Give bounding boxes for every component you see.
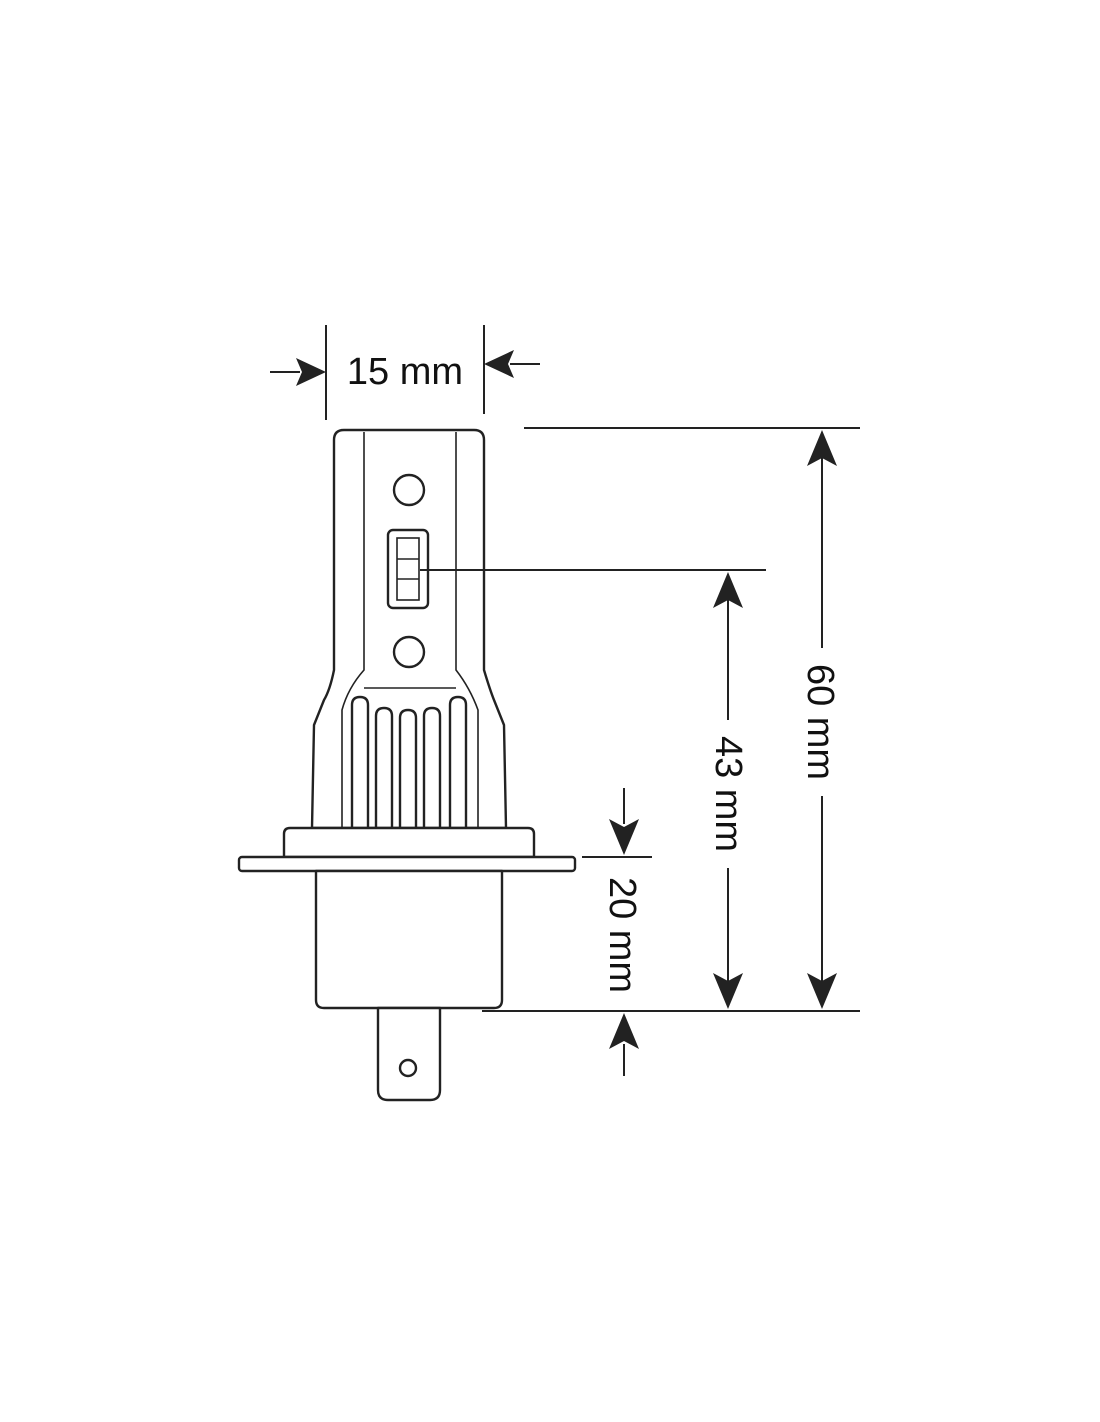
led-bulb [237,428,577,1102]
heatsink-fins [350,695,468,830]
bulb-collar [282,826,536,859]
width-top-label: 15 mm [347,351,463,393]
led-chip [386,528,430,610]
bulb-flange [237,855,577,873]
head-inner-right-rail [455,432,479,828]
head-inner-left-rail [341,432,365,828]
dimension-height-base: 20 mm [601,788,643,1076]
height-led-label: 43 mm [707,736,749,852]
fin [350,695,370,830]
bottom-screw [392,635,426,669]
fin [422,706,442,830]
dimension-height-total: 60 mm [799,430,841,1009]
height-total-label: 60 mm [799,664,841,780]
fin [398,708,418,830]
dimension-height-led: 43 mm [707,572,749,1009]
fin [448,695,468,830]
bulb-base [314,869,504,1010]
extension-lines [420,427,860,1012]
height-base-label: 20 mm [601,877,643,993]
fin [374,706,394,830]
connector-tab [376,1006,442,1102]
dimension-width-top: 15 mm [270,325,540,420]
connector-hole [398,1058,418,1078]
top-screw [392,473,426,507]
